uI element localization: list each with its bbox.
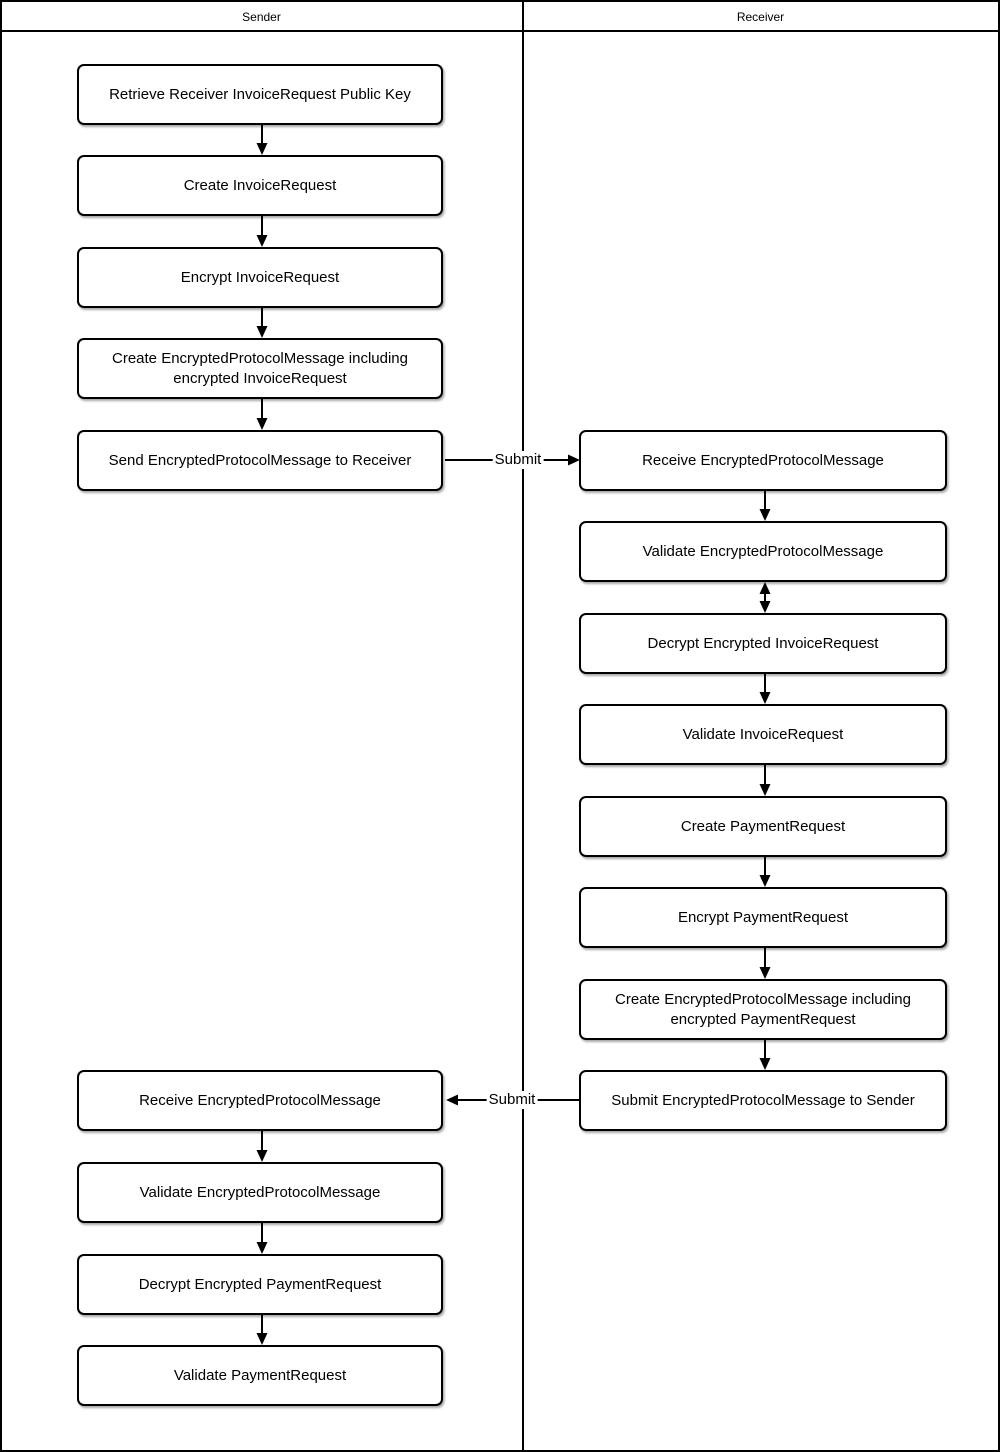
flow-step-sender-validate-epm: Validate EncryptedProtocolMessage <box>77 1162 443 1223</box>
flow-step-create-invoicerequest: Create InvoiceRequest <box>77 155 443 216</box>
flow-step-validate-invoicerequest: Validate InvoiceRequest <box>579 704 947 765</box>
flow-step-send-epm-to-receiver: Send EncryptedProtocolMessage to Receive… <box>77 430 443 491</box>
flow-step-sender-receive-epm: Receive EncryptedProtocolMessage <box>77 1070 443 1131</box>
flow-step-decrypt-paymentrequest: Decrypt Encrypted PaymentRequest <box>77 1254 443 1315</box>
flow-step-validate-paymentrequest: Validate PaymentRequest <box>77 1345 443 1406</box>
flow-step-decrypt-invoicerequest: Decrypt Encrypted InvoiceRequest <box>579 613 947 674</box>
edge-label-submit-to-sender: Submit <box>486 1091 538 1109</box>
flow-step-create-epm-invoicerequest: Create EncryptedProtocolMessage includin… <box>77 338 443 399</box>
lane-header-receiver: Receiver <box>521 2 998 31</box>
flow-step-validate-epm: Validate EncryptedProtocolMessage <box>579 521 947 582</box>
lane-title-sender: Sender <box>242 9 281 24</box>
lane-title-receiver: Receiver <box>736 9 785 24</box>
flow-step-submit-epm-to-sender: Submit EncryptedProtocolMessage to Sende… <box>579 1070 947 1131</box>
flow-step-create-epm-paymentrequest: Create EncryptedProtocolMessage includin… <box>579 979 947 1040</box>
lane-header-sender: Sender <box>2 2 521 31</box>
flow-step-create-paymentrequest: Create PaymentRequest <box>579 796 947 857</box>
edge-label-submit-to-receiver: Submit <box>492 451 544 469</box>
flow-step-encrypt-paymentrequest: Encrypt PaymentRequest <box>579 887 947 948</box>
flow-step-encrypt-invoicerequest: Encrypt InvoiceRequest <box>77 247 443 308</box>
flow-step-receive-epm: Receive EncryptedProtocolMessage <box>579 430 947 491</box>
flow-step-retrieve-public-key: Retrieve Receiver InvoiceRequest Public … <box>77 64 443 125</box>
